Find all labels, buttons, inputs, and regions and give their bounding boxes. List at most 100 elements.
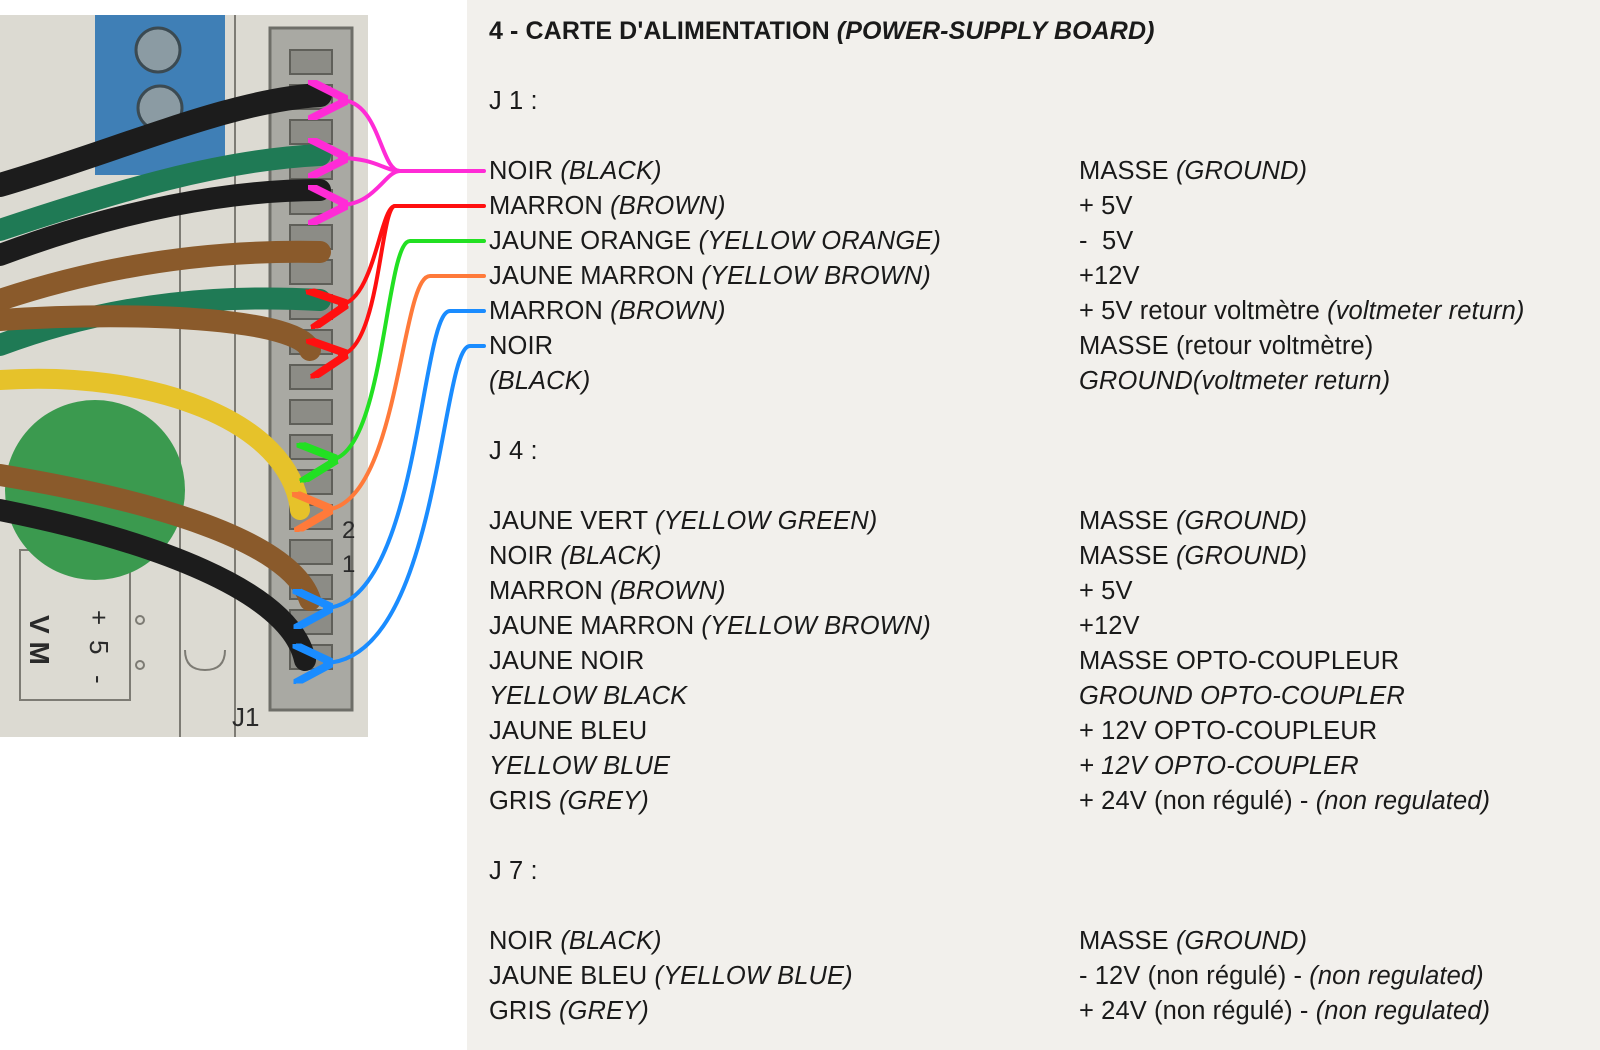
wire-function: - 5V <box>1079 226 1133 256</box>
section-heading-j7: J 7 : <box>489 857 538 885</box>
wire-color-fr: JAUNE NOIR <box>489 647 645 675</box>
board-label-vm: V M <box>24 615 55 665</box>
wire-color-en: (YELLOW BROWN) <box>701 262 931 290</box>
wire-row: YELLOW BLACK <box>489 681 687 711</box>
function-fr: MASSE OPTO-COUPLEUR <box>1079 647 1400 675</box>
wire-color-fr: GRIS <box>489 997 552 1025</box>
wire-function: +12V <box>1079 611 1140 641</box>
wire-function: GROUND(voltmeter return) <box>1079 366 1390 396</box>
wire-color-en: (GREY) <box>558 787 649 815</box>
wire-function: + 5V <box>1079 576 1133 606</box>
function-en: + 12V OPTO-COUPLER <box>1079 752 1359 780</box>
title-english: (POWER-SUPPLY BOARD) <box>836 17 1155 45</box>
function-en: GROUND OPTO-COUPLER <box>1079 682 1405 710</box>
wire-color-en: YELLOW BLUE <box>489 752 671 780</box>
terminal-screw <box>134 26 182 74</box>
wire-color-fr: NOIR <box>489 542 554 570</box>
board-label: 2 <box>342 517 355 544</box>
wire-row: JAUNE ORANGE (YELLOW ORANGE) <box>489 226 941 256</box>
wire-brown <box>0 240 331 311</box>
wire-black <box>0 83 332 197</box>
wire-function: MASSE (GROUND) <box>1079 926 1307 956</box>
function-en: (non regulated) <box>1315 997 1491 1025</box>
wire-yellow <box>0 368 310 520</box>
wire-function: MASSE (GROUND) <box>1079 156 1307 186</box>
wire-row: JAUNE BLEU (YELLOW BLUE) <box>489 961 853 991</box>
wire-row: NOIR (BLACK) <box>489 926 662 956</box>
wire-function: GROUND OPTO-COUPLER <box>1079 681 1405 711</box>
wire-color-fr: JAUNE ORANGE <box>489 227 692 255</box>
wire-color-fr: NOIR <box>489 927 554 955</box>
wire-color-fr: JAUNE BLEU <box>489 962 648 990</box>
function-fr: MASSE <box>1079 157 1169 185</box>
wire-row: GRIS (GREY) <box>489 996 649 1026</box>
function-en: (GROUND) <box>1175 507 1308 535</box>
wire-green <box>0 287 331 356</box>
wire-color-en: (BLACK) <box>489 367 591 395</box>
function-en: (non regulated) <box>1309 962 1484 990</box>
wire-color-fr: JAUNE VERT <box>489 507 648 535</box>
function-en: (GROUND) <box>1175 157 1308 185</box>
wire-function: + 12V OPTO-COUPLER <box>1079 751 1359 781</box>
section-heading-j4: J 4 : <box>489 437 538 465</box>
wire-row: (BLACK) <box>489 366 590 396</box>
title-main: 4 - CARTE D'ALIMENTATION <box>489 17 830 45</box>
board-label-j1: J1 <box>232 702 259 732</box>
wire-function: MASSE (GROUND) <box>1079 541 1307 571</box>
function-fr: MASSE <box>1079 507 1169 535</box>
board-label-plus: + <box>84 610 114 625</box>
wire-row: NOIR (BLACK) <box>489 156 662 186</box>
wire-color-fr: JAUNE MARRON <box>489 262 695 290</box>
function-en: (GROUND) <box>1175 542 1308 570</box>
wire-brown <box>0 464 321 611</box>
function-fr: +12V <box>1079 612 1140 640</box>
wire-color-fr: JAUNE MARRON <box>489 612 695 640</box>
wire-color-en: (BLACK) <box>560 542 662 570</box>
function-fr: + 24V (non régulé) - <box>1079 787 1309 815</box>
function-fr: - 12V (non régulé) - <box>1079 962 1303 990</box>
wire-function: + 12V OPTO-COUPLEUR <box>1079 716 1377 746</box>
wire-color-en: (BROWN) <box>610 297 726 325</box>
function-en: (GROUND) <box>1175 927 1308 955</box>
board-label-5: 5 <box>84 640 114 654</box>
wire-color-en: (GREY) <box>558 997 649 1025</box>
wire-function: + 24V (non régulé) - (non regulated) <box>1079 786 1490 816</box>
wire-row: MARRON (BROWN) <box>489 296 726 326</box>
wire-function: +12V <box>1079 261 1140 291</box>
function-en: (non regulated) <box>1315 787 1491 815</box>
wire-color-fr: MARRON <box>489 192 603 220</box>
wire-row: JAUNE VERT (YELLOW GREEN) <box>489 506 877 536</box>
wire-color-en: (YELLOW GREEN) <box>654 507 878 535</box>
wire-color-en: (BLACK) <box>560 157 662 185</box>
wire-color-en: (BLACK) <box>560 927 662 955</box>
wire-function: + 5V retour voltmètre (voltmeter return) <box>1079 296 1524 326</box>
wire-color-fr: NOIR <box>489 157 554 185</box>
wire-function: MASSE (retour voltmètre) <box>1079 331 1373 361</box>
function-fr: + 5V retour voltmètre <box>1079 297 1320 325</box>
wire-function: MASSE (GROUND) <box>1079 506 1307 536</box>
wire-row: JAUNE BLEU <box>489 716 647 746</box>
wire-function: + 24V (non régulé) - (non regulated) <box>1079 996 1490 1026</box>
wire-color-en: YELLOW BLACK <box>489 682 688 710</box>
function-fr: MASSE <box>1079 542 1169 570</box>
wire-black <box>0 499 316 671</box>
wire-color-en: (YELLOW BLUE) <box>654 962 853 990</box>
wire-color-fr: MARRON <box>489 297 603 325</box>
board-label: 1 <box>342 551 355 578</box>
function-en: GROUND(voltmeter return) <box>1079 367 1391 395</box>
wire-color-fr: GRIS <box>489 787 552 815</box>
wire-green <box>0 144 331 241</box>
wire-function: MASSE OPTO-COUPLEUR <box>1079 646 1399 676</box>
function-fr: + 12V OPTO-COUPLEUR <box>1079 717 1378 745</box>
board-label-minus: - <box>84 675 114 684</box>
document-panel <box>467 0 1600 1050</box>
wires <box>0 83 332 671</box>
function-fr: MASSE <box>1079 927 1169 955</box>
wire-color-fr: JAUNE BLEU <box>489 717 648 745</box>
function-fr: MASSE (retour voltmètre) <box>1079 332 1374 360</box>
wire-row: YELLOW BLUE <box>489 751 670 781</box>
function-fr: + 5V <box>1079 192 1133 220</box>
wire-row: JAUNE MARRON (YELLOW BROWN) <box>489 611 931 641</box>
section-heading-j1: J 1 : <box>489 87 538 115</box>
wire-color-fr: NOIR <box>489 332 554 360</box>
